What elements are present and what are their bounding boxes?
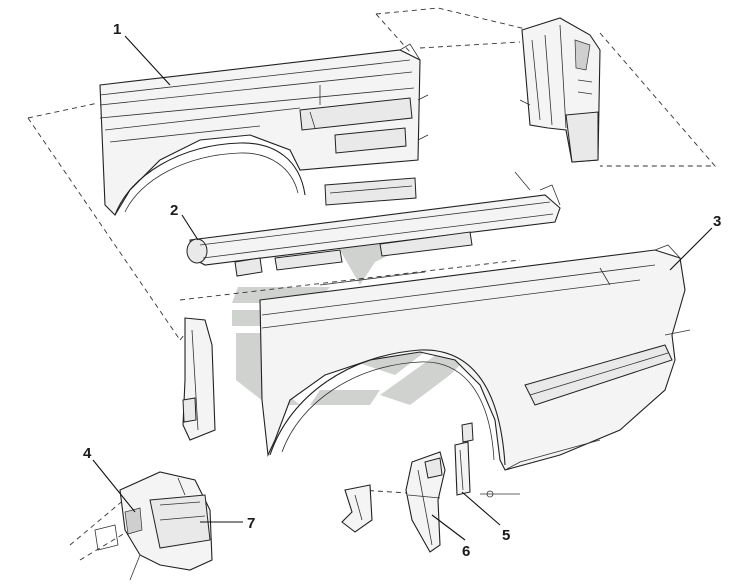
callout-leader-lines bbox=[92, 35, 713, 541]
part-pillar-bracket bbox=[519, 17, 601, 163]
callout-3: 3 bbox=[713, 213, 721, 230]
callout-5: 5 bbox=[502, 527, 510, 544]
part-side-pillar-bracket bbox=[182, 317, 216, 441]
part-retaining-clip bbox=[341, 484, 373, 533]
part-5-small-bracket bbox=[454, 422, 520, 498]
callout-2: 2 bbox=[170, 202, 178, 219]
part-3-front-fender bbox=[259, 244, 691, 471]
part-7-mounting-assembly bbox=[94, 471, 213, 581]
part-6-splash-guard bbox=[405, 451, 446, 553]
callout-4: 4 bbox=[83, 445, 92, 462]
assembly-guide-lines bbox=[27, 7, 716, 561]
callout-6: 6 bbox=[462, 543, 470, 560]
callout-1: 1 bbox=[113, 21, 121, 38]
callout-labels: 1 2 3 4 5 6 7 bbox=[83, 21, 721, 560]
callout-7: 7 bbox=[247, 515, 255, 532]
part-2-support-rail bbox=[186, 171, 561, 286]
part-1-inner-wheelhouse-panel bbox=[99, 43, 429, 216]
